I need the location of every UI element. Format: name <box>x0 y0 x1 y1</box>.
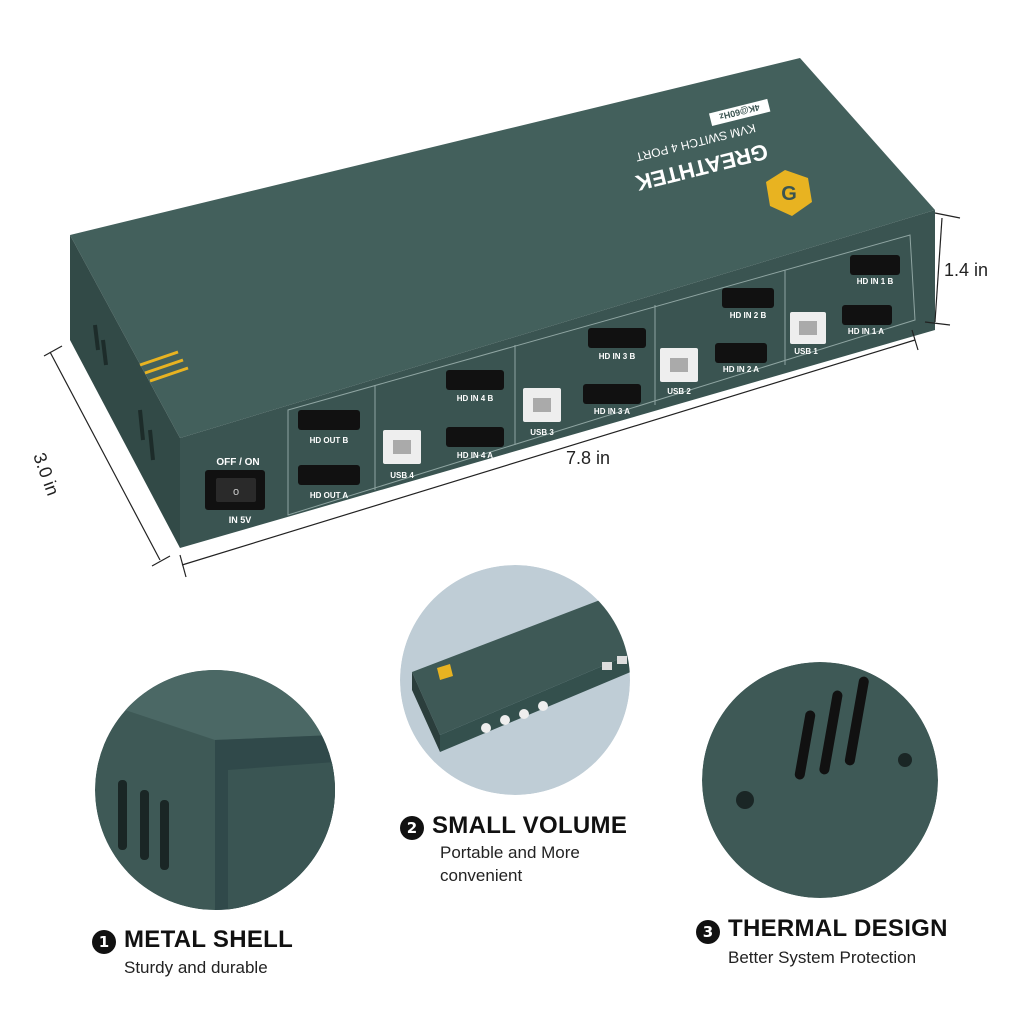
usb-4-port[interactable] <box>383 430 421 464</box>
hd-in-4-b-label: HD IN 4 B <box>457 394 494 403</box>
hd-in-3-b-port[interactable] <box>588 328 646 348</box>
power-switch[interactable]: o <box>205 470 265 510</box>
usb-2-port[interactable] <box>660 348 698 382</box>
hd-out-a-label: HD OUT A <box>310 491 349 500</box>
hd-in-1-b-label: HD IN 1 B <box>857 277 894 286</box>
hd-in-3-a-label: HD IN 3 A <box>594 407 630 416</box>
metal-shell-photo <box>95 670 335 910</box>
feature-1-subtitle: Sturdy and durable <box>124 958 268 977</box>
kvm-top-face <box>70 58 935 438</box>
hd-in-3-b-label: HD IN 3 B <box>599 352 636 361</box>
hd-in-4-b-port[interactable] <box>446 370 504 390</box>
feature-3-number: 3 <box>696 920 720 944</box>
power-label: IN 5V <box>229 515 252 525</box>
port-panel-outlines <box>287 234 916 516</box>
hd-in-2-a-port[interactable] <box>715 343 767 363</box>
hd-in-2-b-label: HD IN 2 B <box>730 311 767 320</box>
feature-3-subtitle: Better System Protection <box>728 948 917 967</box>
hd-out-b-port[interactable] <box>298 410 360 430</box>
hd-in-3-a-port[interactable] <box>583 384 641 404</box>
hd-in-4-a-port[interactable] <box>446 427 504 447</box>
usb-1-label: USB 1 <box>794 347 818 356</box>
height-dimension: 1.4 in <box>944 260 989 280</box>
thermal-design-photo <box>702 662 938 898</box>
hd-in-2-b-port[interactable] <box>722 288 774 308</box>
brand-logo-icon: G <box>766 170 812 216</box>
usb-2-label: USB 2 <box>667 387 691 396</box>
svg-text:o: o <box>233 486 239 498</box>
hd-out-b-label: HD OUT B <box>310 436 349 445</box>
usb-3-port[interactable] <box>523 388 561 422</box>
usb-4-label: USB 4 <box>390 471 414 480</box>
kvm-side-face <box>70 235 180 548</box>
feature-1-number: 1 <box>92 930 116 954</box>
feature-2-subtitle-line1: Portable and More <box>440 843 580 862</box>
feature-1-title: METAL SHELL <box>124 926 294 953</box>
feature-2-subtitle-line2: convenient <box>440 866 523 885</box>
hd-in-4-a-label: HD IN 4 A <box>457 451 493 460</box>
svg-text:G: G <box>781 183 797 205</box>
small-volume-photo <box>400 565 630 795</box>
width-dimension: 7.8 in <box>566 448 611 468</box>
usb-3-label: USB 3 <box>530 428 554 437</box>
switch-label: OFF / ON <box>216 457 259 468</box>
hd-in-2-a-label: HD IN 2 A <box>723 365 759 374</box>
feature-2-title: SMALL VOLUME <box>432 812 628 839</box>
yellow-stripes <box>139 350 189 383</box>
hd-in-1-a-label: HD IN 1 A <box>848 327 884 336</box>
hd-in-1-b-port[interactable] <box>850 255 900 275</box>
usb-1-port[interactable] <box>790 312 826 344</box>
resolution-badge-bg <box>709 98 771 127</box>
feature-3-title: THERMAL DESIGN <box>728 915 948 942</box>
side-vents <box>93 324 155 461</box>
dimension-lines <box>43 212 961 578</box>
feature-2-number: 2 <box>400 816 424 840</box>
hd-in-1-a-port[interactable] <box>842 305 892 325</box>
hd-out-a-port[interactable] <box>298 465 360 485</box>
